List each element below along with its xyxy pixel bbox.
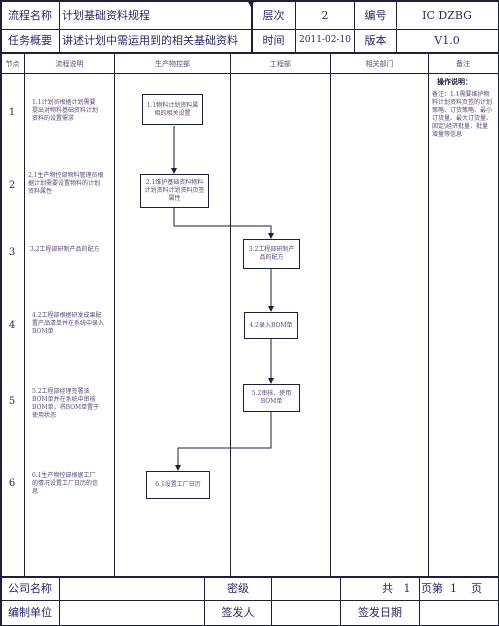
process-box-4[interactable]: 4.2录入BOM单 — [244, 312, 298, 339]
time-value: 2011-02-10 — [299, 35, 351, 45]
secret-label: 密级 — [227, 582, 249, 595]
desc-3: 3.2工程部研制产品的配方 — [30, 246, 100, 253]
desc-5: 5.2工程部经理签署该BOM单并在系统中审核BOM单，将BOM单置于使用状态 — [32, 388, 100, 419]
code-value: IC DZBG — [422, 9, 472, 22]
sign-date-label: 签发日期 — [358, 606, 402, 619]
level-label: 层次 — [262, 9, 285, 22]
node-2: 2 — [8, 180, 16, 191]
note-text: 备注：1.1需要维护物料计划资料页签的计划策略、订货策略、最小订货量、最大订货量… — [432, 91, 493, 138]
node-1: 1 — [8, 107, 16, 118]
col-desc: 流程说明 — [55, 60, 84, 68]
process-box-4-label: 4.2录入BOM单 — [249, 321, 293, 329]
node-3: 3 — [8, 247, 16, 258]
process-box-2-label: 2.1维护基础资料物料计划资料计划资料页签属性 — [144, 179, 205, 202]
company-label: 公司名称 — [8, 582, 52, 595]
col-note: 备注 — [456, 60, 470, 68]
desc-1: 1.1计划员根据计划需要提出对物料基础资料计划资料的设置需求 — [32, 99, 99, 122]
node-5: 5 — [8, 396, 16, 407]
page-counter: 共 1 页第 1 页 — [382, 583, 482, 594]
page-suffix: 页 — [471, 582, 482, 595]
time-label: 时间 — [262, 34, 285, 47]
connector-5-6 — [175, 412, 272, 471]
desc-4: 4.2工程部根据研发成果配置产品清单并在系统中录入BOM单 — [32, 312, 105, 335]
process-box-3-label: 3.2工程部研制产品的配方 — [248, 246, 295, 261]
process-box-3[interactable]: 3.2工程部研制产品的配方 — [243, 239, 300, 269]
process-box-5[interactable]: 5.2审核、使用BOM单 — [243, 384, 300, 412]
page-mid: 页第 — [421, 582, 443, 595]
unit-label: 编制单位 — [8, 606, 52, 619]
process-box-2[interactable]: 2.1维护基础资料物料计划资料计划资料页签属性 — [140, 174, 209, 208]
page-current: 1 — [450, 582, 457, 595]
note-title: 操作说明： — [437, 77, 472, 86]
process-box-5-label: 5.2审核、使用BOM单 — [251, 390, 292, 405]
col-node: 节点 — [5, 60, 20, 68]
process-name-label: 流程名称 — [8, 9, 52, 22]
level-value: 2 — [321, 9, 329, 22]
version-value: V1.0 — [434, 34, 460, 47]
page-total-prefix: 共 — [382, 582, 393, 595]
process-box-1-label: 1.1物料计划资料属相的相关设置 — [146, 101, 199, 117]
connector-2-3 — [173, 208, 274, 239]
desc-6: 6.1生产物控部根据工厂的情况设置工厂日历的信息 — [32, 472, 99, 495]
process-box-1[interactable]: 1.1物料计划资料属相的相关设置 — [142, 94, 203, 125]
desc-2: 2.1生产物控部物料管理员根据计划需要设置物料的计划资料属性 — [28, 172, 104, 195]
col-prod: 生产物控部 — [155, 60, 190, 68]
node-6: 6 — [8, 478, 16, 489]
process-box-6[interactable]: 6.1设置工厂日历 — [146, 471, 210, 499]
col-related: 相关部门 — [365, 60, 394, 68]
task-summary-label: 任务概要 — [8, 34, 52, 47]
top-arrow-icon — [248, 2, 254, 7]
code-label: 编号 — [364, 9, 387, 22]
process-box-6-label: 6.1设置工厂日历 — [155, 481, 201, 488]
page-total: 1 — [403, 582, 411, 595]
process-title: 计划基础资料规程 — [62, 9, 150, 22]
version-label: 版本 — [364, 34, 387, 47]
node-4: 4 — [8, 320, 16, 331]
col-eng: 工程部 — [270, 60, 291, 68]
signer-label: 签发人 — [221, 606, 255, 619]
task-summary: 讲述计划中需运用到的相关基础资料 — [62, 34, 238, 47]
